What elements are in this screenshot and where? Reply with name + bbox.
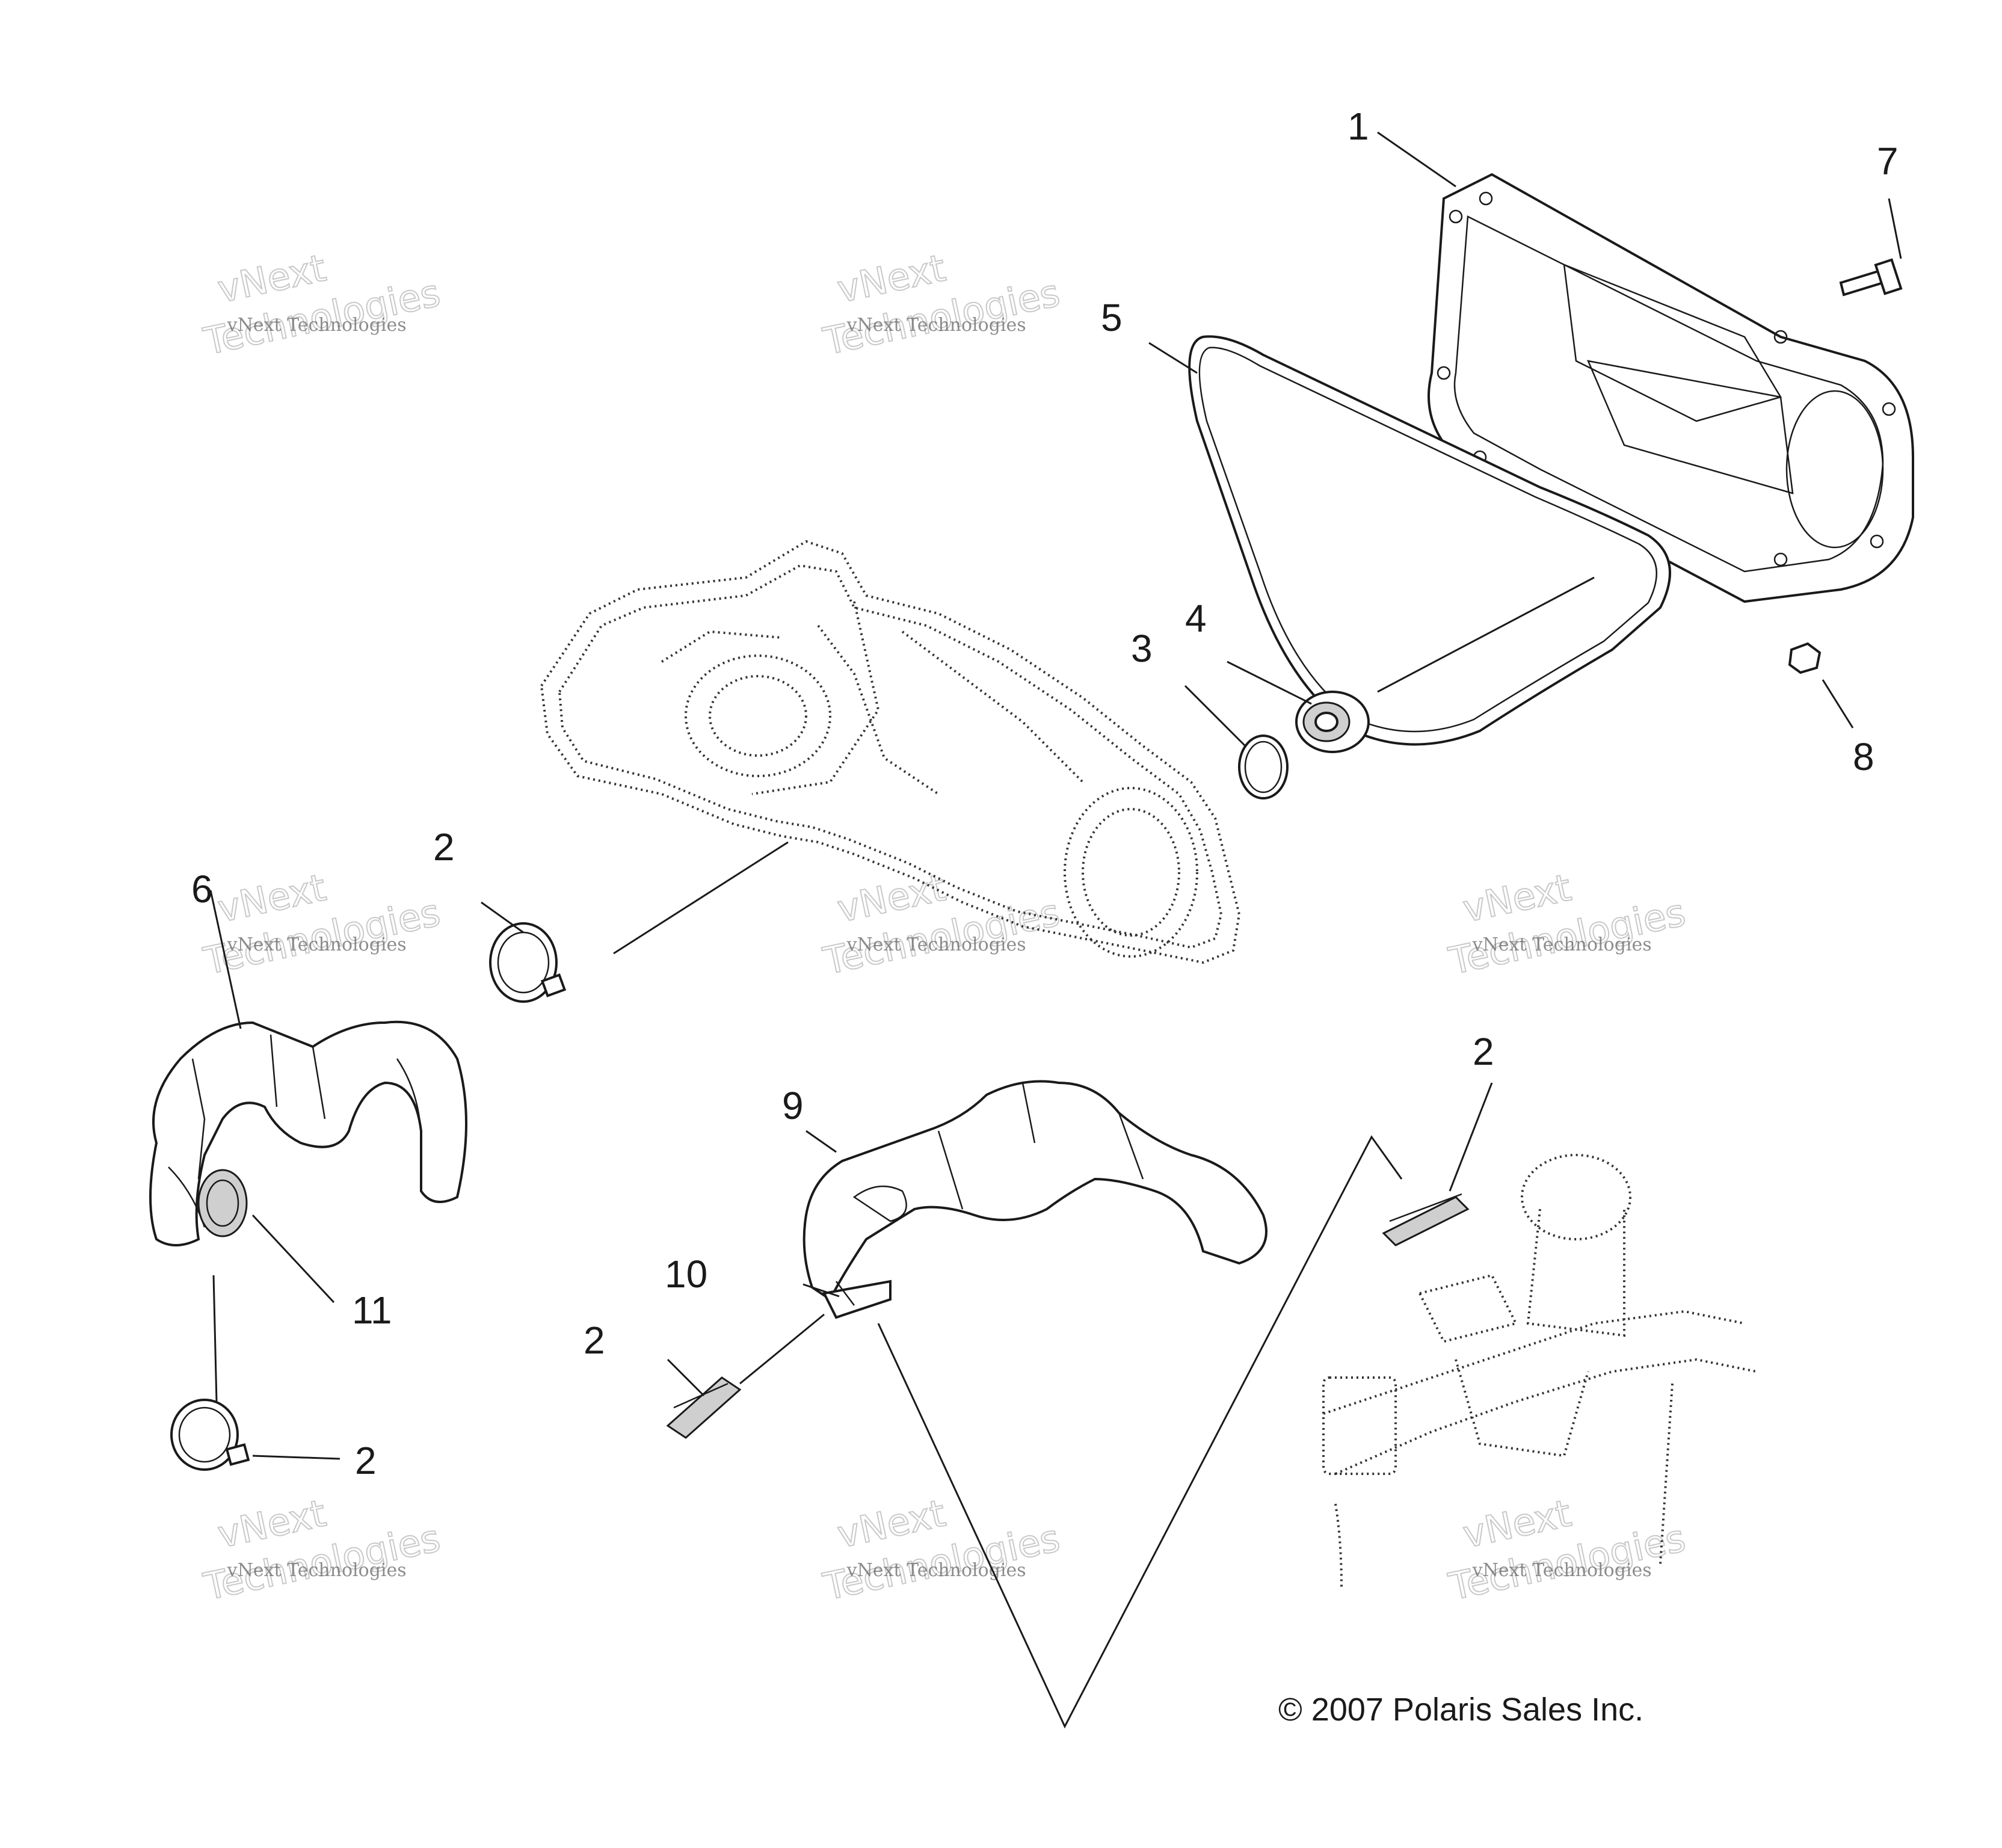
outlet-duct-part <box>802 1080 1267 1301</box>
watermark-small: vNext Technologies <box>1472 934 1652 955</box>
watermark-small: vNext Technologies <box>846 934 1026 955</box>
callout-7: 7 <box>1877 140 1899 183</box>
engine-reference <box>1322 1154 1757 1589</box>
callout-6: 6 <box>191 867 213 911</box>
watermark-small: vNext Technologies <box>1472 1560 1652 1581</box>
retaining-ring-part <box>1238 735 1289 799</box>
callout-2: 2 <box>1473 1030 1494 1073</box>
watermark-small: vNext Technologies <box>227 315 407 336</box>
bolt-part <box>1839 258 1903 297</box>
duct-connector-part <box>197 1169 248 1237</box>
hose-clamp-part <box>666 1376 742 1439</box>
watermark: vNext Technologies vNext Technologies <box>819 245 1064 364</box>
transmission-housing-reference <box>540 540 1241 964</box>
hose-clamp-part <box>1382 1193 1470 1246</box>
callout-2: 2 <box>355 1439 377 1482</box>
watermark: vNext Technologies vNext Technologies <box>199 245 445 364</box>
watermark: vNext Technologies vNext Technologies <box>1444 864 1690 984</box>
watermark: vNext Technologies vNext Technologies <box>199 1490 445 1609</box>
hose-clamp-part <box>489 922 567 1003</box>
watermark-small: vNext Technologies <box>846 1560 1026 1581</box>
leader-lines <box>209 131 1902 1729</box>
adapter-part <box>822 1280 892 1319</box>
callout-10: 10 <box>665 1252 707 1296</box>
callout-11: 11 <box>352 1289 392 1332</box>
watermark: vNext Technologies vNext Technologies <box>819 1490 1064 1609</box>
nut-part <box>1788 642 1822 674</box>
watermark: vNext Technologies vNext Technologies <box>819 864 1064 984</box>
intake-duct-part <box>149 1020 467 1246</box>
watermark-small: vNext Technologies <box>227 934 407 955</box>
callout-2: 2 <box>433 825 455 869</box>
callout-3: 3 <box>1131 627 1153 670</box>
callout-1: 1 <box>1348 105 1369 148</box>
hose-clamp-part <box>170 1399 250 1471</box>
watermark-small: vNext Technologies <box>227 1560 407 1581</box>
callout-2: 2 <box>584 1319 605 1362</box>
callout-4: 4 <box>1185 597 1207 640</box>
callout-5: 5 <box>1101 296 1123 339</box>
callout-8: 8 <box>1853 735 1874 778</box>
copyright-text: © 2007 Polaris Sales Inc. <box>1278 1692 1643 1728</box>
callout-9: 9 <box>782 1084 804 1127</box>
gasket-part <box>1188 335 1671 746</box>
watermark-small: vNext Technologies <box>846 315 1026 336</box>
callout-labels: 1 2 2 2 2 3 4 5 6 7 8 9 10 11 <box>191 105 1899 1482</box>
watermark: vNext Technologies vNext Technologies <box>1444 1490 1690 1609</box>
bearing-part <box>1295 691 1370 753</box>
